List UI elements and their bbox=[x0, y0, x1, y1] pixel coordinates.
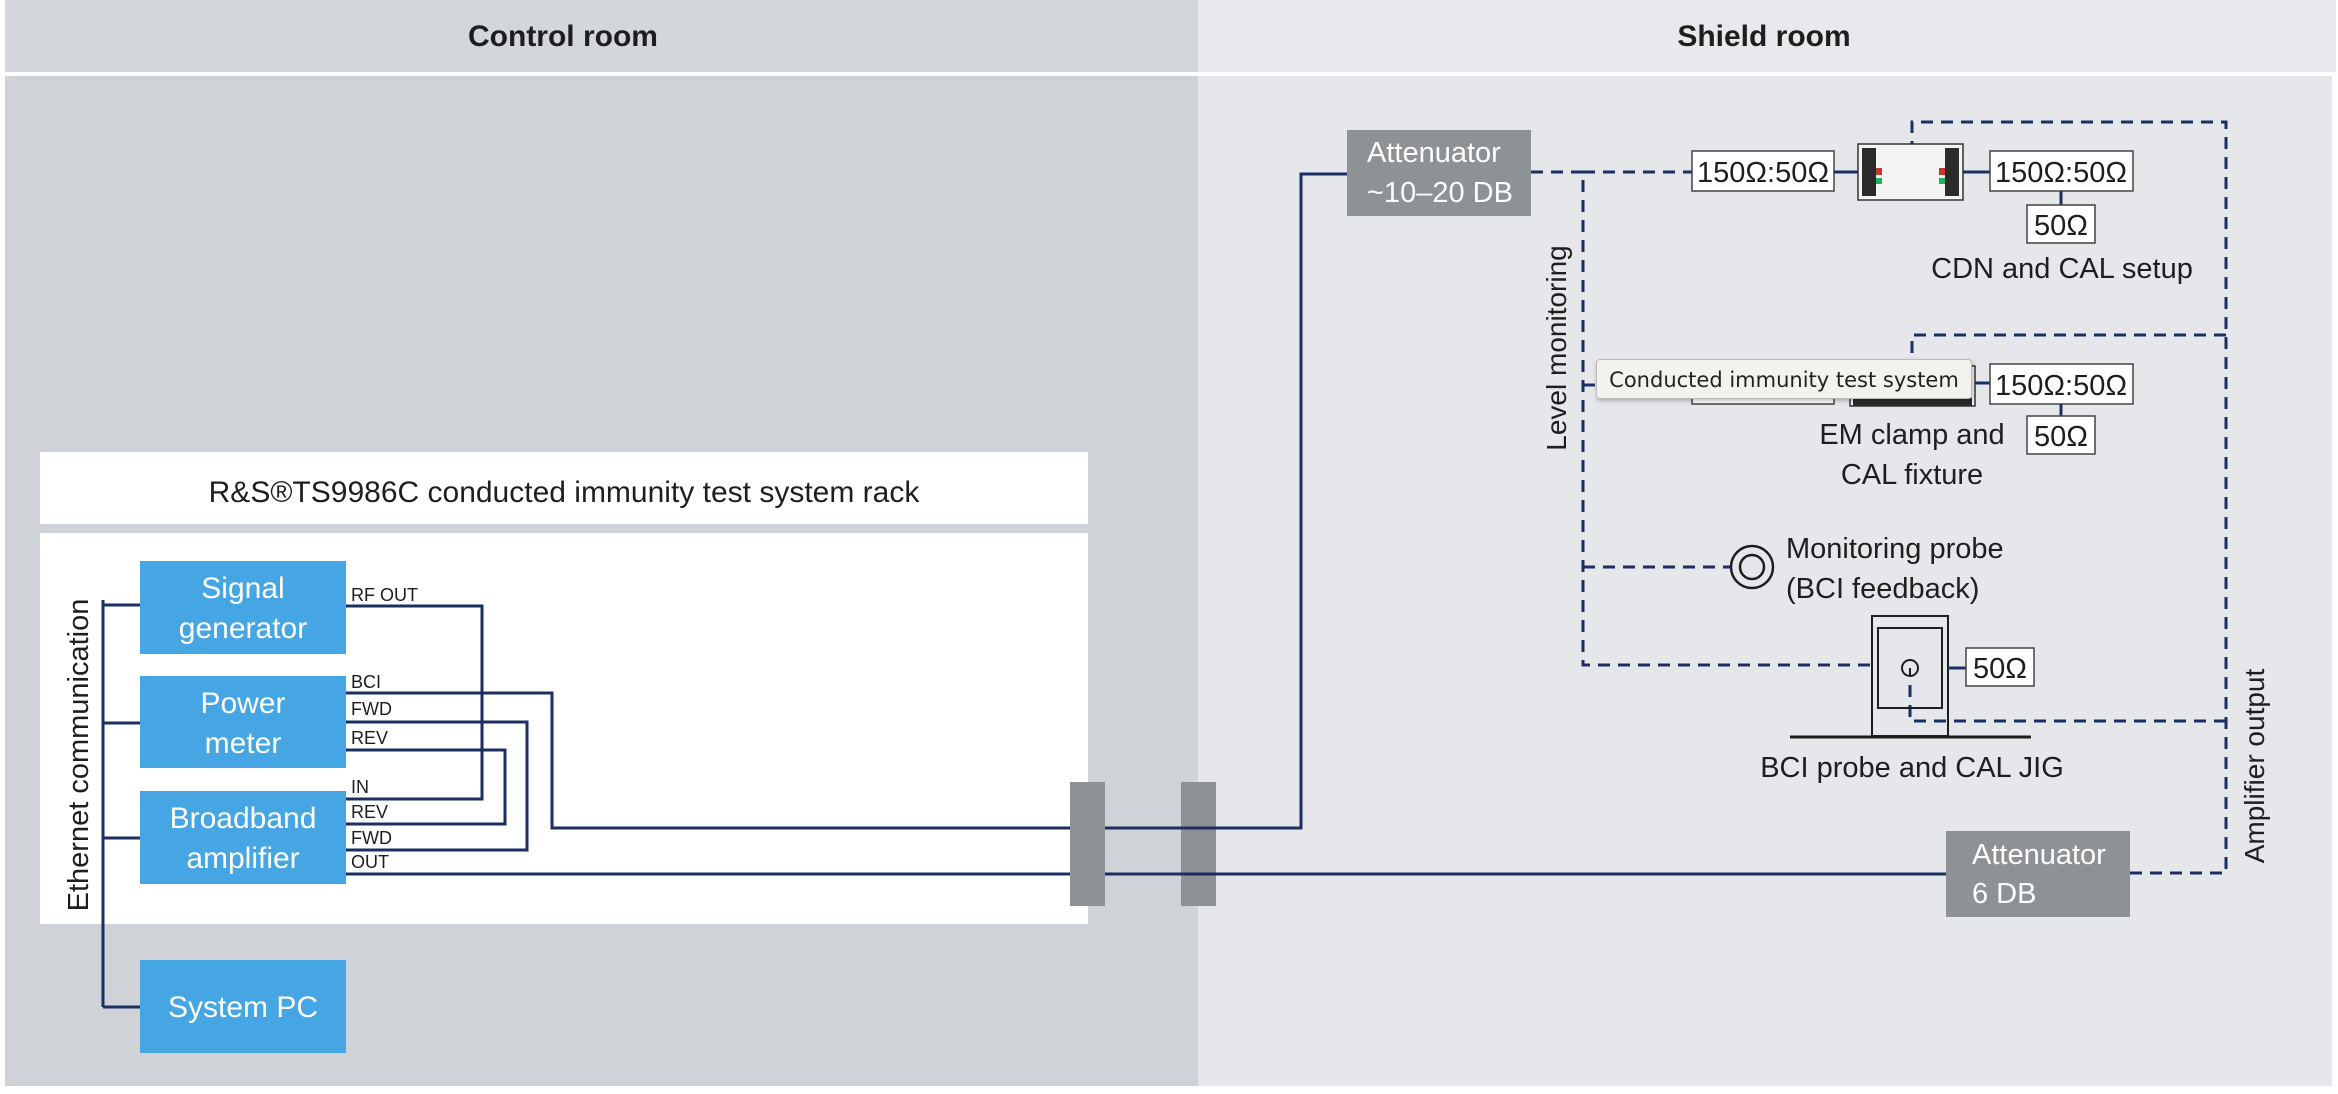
attenuator-bottom-box[interactable] bbox=[1946, 831, 2130, 917]
attenuator-bottom-label-line2: 6 DB bbox=[1972, 878, 2036, 910]
cdn-adapter-right-label: 150Ω:50Ω bbox=[1995, 157, 2127, 189]
cdn-adapter-left-label: 150Ω:50Ω bbox=[1697, 157, 1829, 189]
level-monitoring-label: Level monitoring bbox=[1541, 245, 1572, 450]
em-adapter-right-label: 150Ω:50Ω bbox=[1995, 370, 2127, 402]
control-room-header-bg bbox=[5, 0, 1198, 72]
power-meter-box[interactable] bbox=[140, 676, 346, 768]
ethernet-bus bbox=[101, 600, 142, 1009]
header-divider bbox=[0, 72, 2338, 76]
monitoring-probe-label-line1: Monitoring probe bbox=[1786, 533, 2004, 565]
shield-room-title: Shield room bbox=[1677, 20, 1850, 53]
bci-load-box[interactable] bbox=[1965, 647, 2035, 687]
em-caption-line2: CAL fixture bbox=[1841, 459, 1983, 491]
system-pc-label: System PC bbox=[168, 991, 318, 1024]
em-load-label: 50Ω bbox=[2034, 421, 2088, 453]
tooltip: Conducted immunity test system bbox=[1596, 359, 1972, 399]
wall-cables bbox=[1105, 172, 1948, 876]
attenuator-top-box[interactable] bbox=[1347, 130, 1531, 216]
shield-room-area bbox=[1198, 76, 2332, 1086]
broadband-amplifier-box[interactable] bbox=[140, 791, 346, 884]
port-out: OUT bbox=[351, 852, 389, 872]
rack-title: R&S®TS9986C conducted immunity test syst… bbox=[209, 476, 921, 509]
signal-generator-box[interactable] bbox=[140, 561, 346, 654]
port-bci: BCI bbox=[351, 672, 381, 692]
broadband-amplifier-label-line2: amplifier bbox=[186, 842, 299, 875]
wall-feedthrough bbox=[1181, 782, 1216, 906]
dashed-signal-paths bbox=[1531, 120, 2228, 875]
cdn-caption: CDN and CAL setup bbox=[1931, 253, 2193, 285]
power-meter-label-line2: meter bbox=[205, 727, 282, 760]
port-rf-out: RF OUT bbox=[351, 585, 418, 605]
attenuator-bottom-label-line1: Attenuator bbox=[1972, 839, 2106, 871]
attenuator-top-label-line1: Attenuator bbox=[1367, 137, 1501, 169]
bci-caption: BCI probe and CAL JIG bbox=[1760, 752, 2064, 784]
shield-room-header-bg bbox=[1198, 0, 2336, 72]
rack-wiring bbox=[346, 604, 1097, 876]
monitoring-probe-label-line2: (BCI feedback) bbox=[1786, 573, 1979, 605]
cdn-load-label: 50Ω bbox=[2034, 210, 2088, 242]
control-room-title: Control room bbox=[468, 20, 658, 53]
broadband-amplifier-label-line1: Broadband bbox=[170, 802, 317, 835]
cdn-adapter-left-box[interactable] bbox=[1691, 150, 1835, 192]
port-rev-power-meter: REV bbox=[351, 728, 388, 748]
rack-title-bar bbox=[40, 452, 1088, 524]
port-in: IN bbox=[351, 777, 369, 797]
cdn-device-icon bbox=[1857, 143, 1964, 201]
amplifier-output-label: Amplifier output bbox=[2239, 669, 2270, 864]
bci-load-label: 50Ω bbox=[1973, 653, 2027, 685]
monitoring-probe-icon bbox=[1729, 544, 1775, 590]
rack-feedthrough bbox=[1070, 782, 1105, 906]
signal-generator-label-line1: Signal bbox=[201, 572, 284, 605]
port-fwd-amplifier: FWD bbox=[351, 828, 392, 848]
cdn-adapter-right-box[interactable] bbox=[1989, 150, 2134, 192]
em-caption-line1: EM clamp and bbox=[1819, 419, 2004, 451]
em-load-box[interactable] bbox=[2026, 415, 2096, 455]
system-pc-box[interactable] bbox=[140, 960, 346, 1053]
port-rev-amplifier: REV bbox=[351, 802, 388, 822]
attenuator-top-label-line2: ~10–20 DB bbox=[1367, 177, 1513, 209]
ethernet-label: Ethernet communication bbox=[63, 599, 95, 912]
port-fwd-power-meter: FWD bbox=[351, 699, 392, 719]
power-meter-label-line1: Power bbox=[200, 687, 285, 720]
bci-jig-icon bbox=[1790, 615, 2031, 739]
cdn-load-box[interactable] bbox=[2026, 204, 2096, 244]
signal-generator-label-line2: generator bbox=[179, 612, 307, 645]
